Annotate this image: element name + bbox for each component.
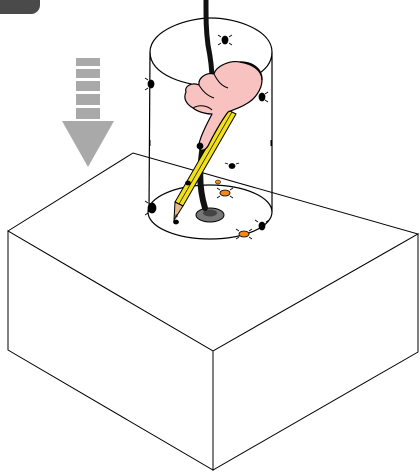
block — [8, 153, 418, 470]
cable — [206, 0, 212, 80]
down-arrow-icon — [62, 58, 114, 167]
hand-icon — [185, 62, 262, 151]
